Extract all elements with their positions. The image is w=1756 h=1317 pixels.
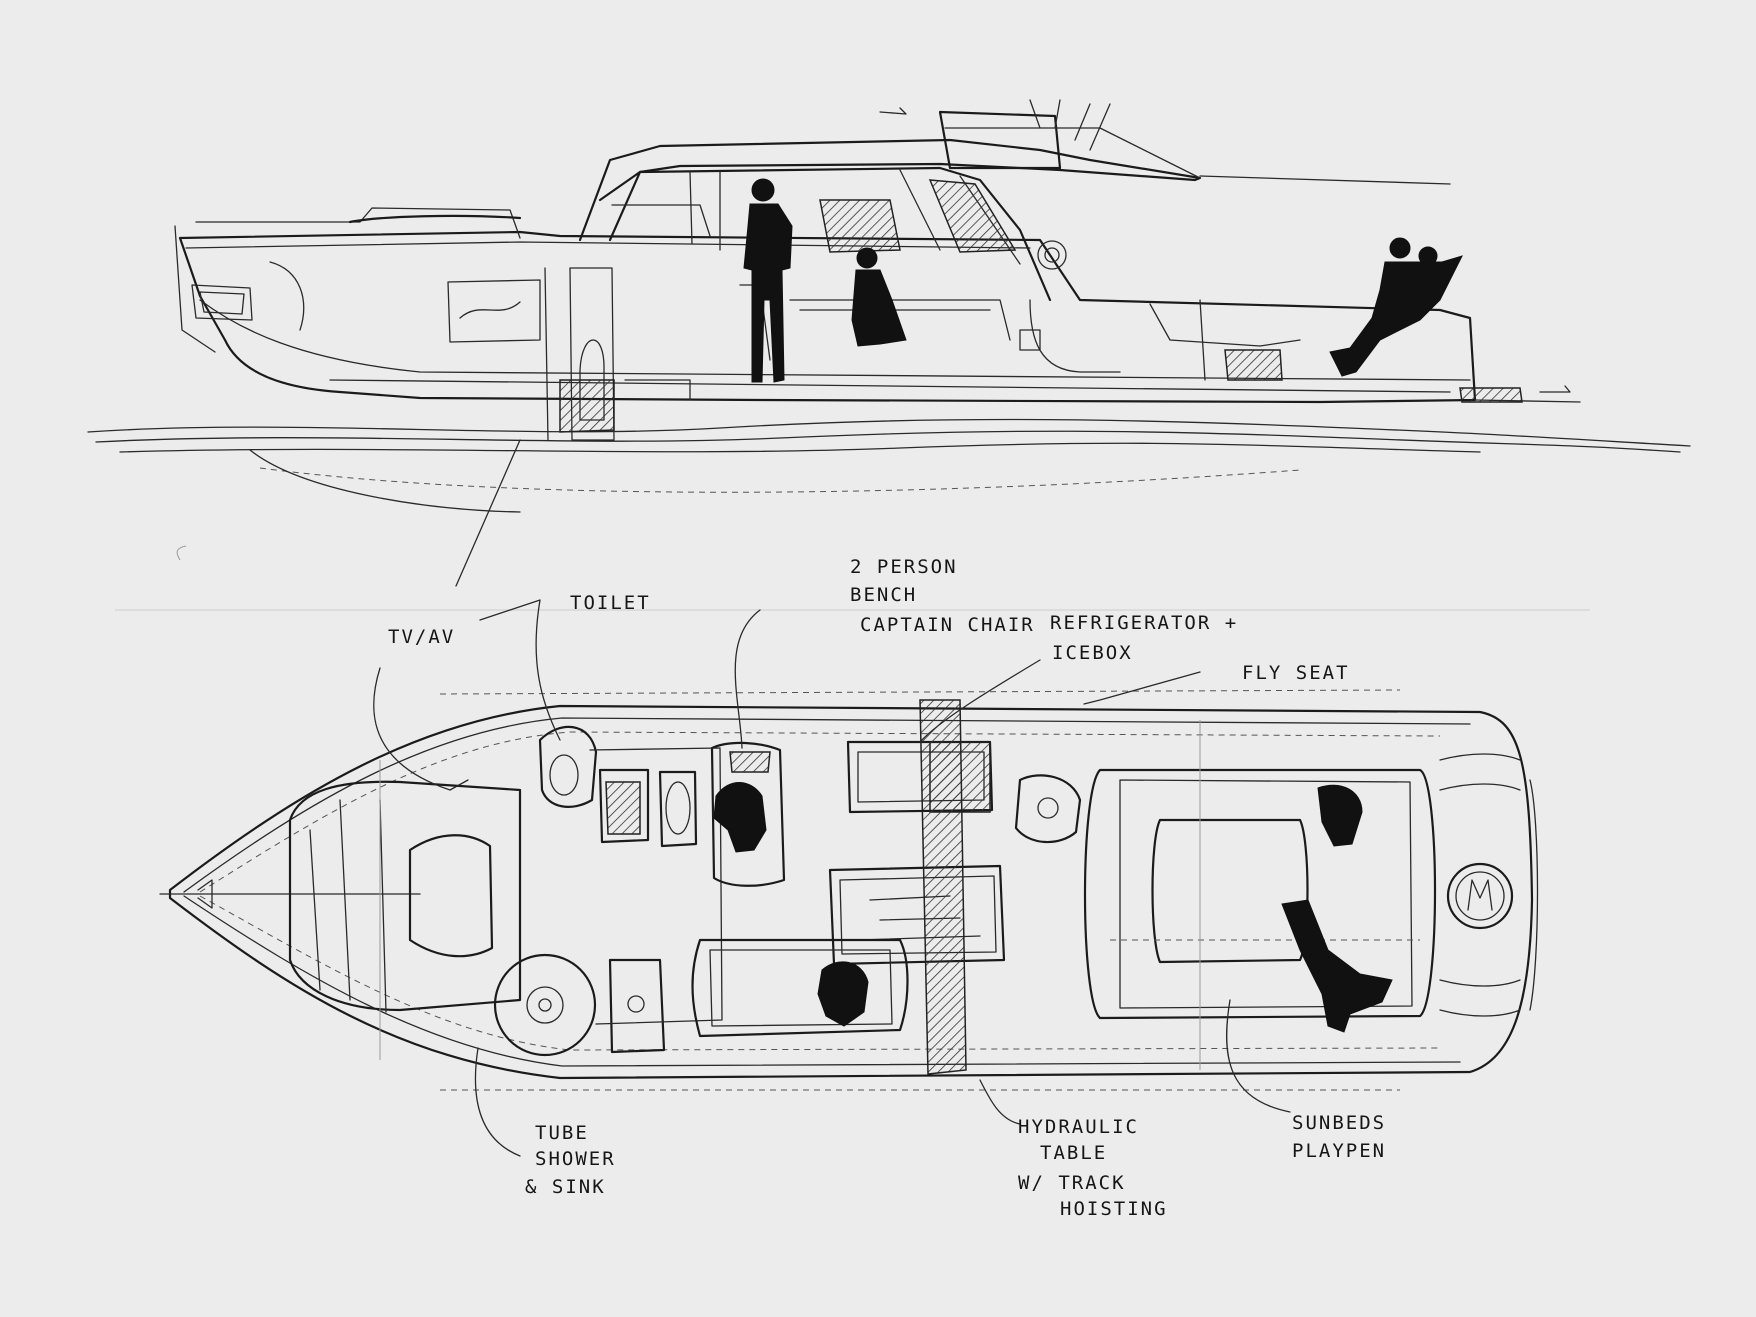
lounge-seating: [691, 938, 909, 1038]
refrigerator-icebox: [846, 740, 994, 814]
bench-label-line2: BENCH: [850, 584, 918, 606]
shower-sink: [493, 953, 666, 1057]
fly-seat-label: FLY SEAT: [1242, 662, 1350, 684]
hydraulic-table: [828, 699, 1006, 1075]
person-silhouette-icon: [1329, 237, 1463, 377]
plan-view: [159, 439, 1539, 1157]
brand-monogram-icon: [1446, 862, 1514, 930]
shower-label-line1: TUBE: [535, 1122, 589, 1144]
refrigerator-label-line1: REFRIGERATOR +: [1050, 612, 1239, 634]
transom-vents: [1439, 753, 1539, 1017]
side-elevation-view: [87, 99, 1691, 561]
table-label-line2: TABLE: [1040, 1142, 1108, 1164]
galley-units: [589, 747, 723, 1025]
table-label-line4: HOISTING: [1060, 1198, 1168, 1220]
sunbeds-playpen: [1083, 768, 1437, 1033]
fly-seat: [1014, 774, 1082, 844]
construction-lines: [379, 689, 1401, 1091]
person-silhouette-icon: [743, 178, 793, 383]
toilet-fixture: [538, 725, 598, 808]
bench-label-line1: 2 PERSON: [850, 556, 958, 578]
table-label-line1: HYDRAULIC: [1018, 1116, 1139, 1138]
table-label-line3: W/ TRACK: [1018, 1172, 1126, 1194]
waterline: [87, 418, 1691, 561]
hull-side: [174, 207, 1477, 441]
captain-chair: [710, 741, 786, 887]
shower-label-line2: SHOWER: [535, 1148, 616, 1170]
cabin-superstructure: [578, 99, 1581, 403]
refrigerator-label-line2: ICEBOX: [1052, 642, 1133, 664]
tv-av-label: TV/AV: [388, 626, 456, 648]
sunbeds-label-line1: SUNBEDS: [1292, 1112, 1387, 1134]
captain-chair-label: CAPTAIN CHAIR: [860, 614, 1035, 636]
bow-seating: [288, 780, 522, 1013]
toilet-label: TOILET: [570, 592, 651, 614]
leader-lines: [373, 439, 1291, 1157]
shower-label-line3: & SINK: [525, 1176, 606, 1198]
sunbeds-label-line2: PLAYPEN: [1292, 1140, 1387, 1162]
person-silhouette-icon: [851, 247, 907, 347]
